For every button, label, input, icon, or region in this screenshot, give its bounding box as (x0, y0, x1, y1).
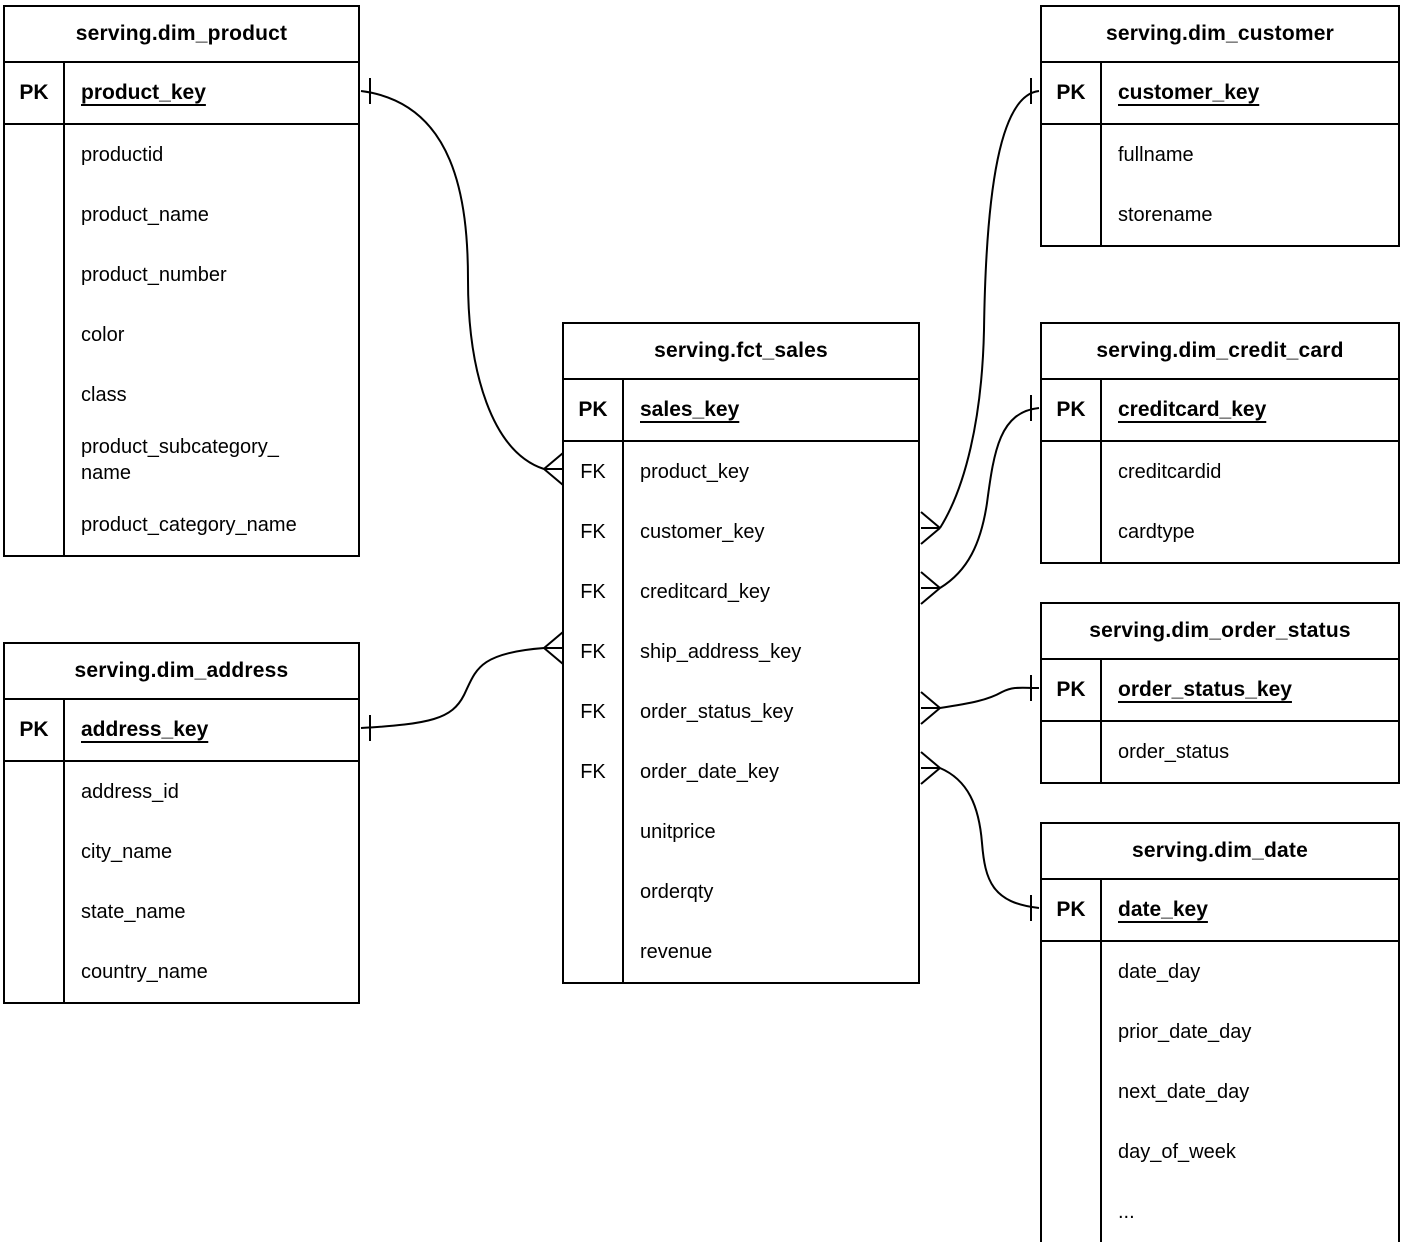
field-name: date_day (1118, 960, 1201, 983)
pk-field-name: date_key (1118, 898, 1208, 921)
entity-dim-customer: serving.dim_customer PK customer_key ful… (1040, 5, 1400, 247)
table-title: serving.dim_credit_card (1042, 324, 1398, 380)
relation-fct-sales-to-dim-credit-card (920, 395, 1040, 605)
pk-label: PK (1042, 880, 1102, 940)
fk-label: FK (580, 640, 606, 663)
many-marker (920, 511, 941, 545)
field-name: city_name (81, 840, 173, 863)
entity-dim-credit-card: serving.dim_credit_card PK creditcard_ke… (1040, 322, 1400, 564)
fk-label: FK (580, 460, 606, 483)
field-name: color (81, 323, 125, 346)
table-title: serving.dim_date (1042, 824, 1398, 880)
field-name: class (81, 383, 127, 406)
relation-fct-sales-to-dim-customer (920, 78, 1040, 545)
field-name: revenue (640, 940, 713, 963)
table-title: serving.dim_order_status (1042, 604, 1398, 660)
table-title: serving.dim_customer (1042, 7, 1398, 63)
fk-label: FK (580, 700, 606, 723)
relation-curve (360, 647, 545, 729)
pk-field-name: creditcard_key (1118, 398, 1267, 421)
field-name: state_name (81, 900, 186, 923)
pk-field-name: sales_key (640, 398, 740, 421)
entity-dim-order-status: serving.dim_order_status PK order_status… (1040, 602, 1400, 784)
field-name: product_category_name (81, 513, 297, 536)
key-column (1042, 942, 1102, 1242)
field-name: country_name (81, 960, 208, 983)
field-name: order_date_key (640, 760, 779, 783)
pk-label: PK (1042, 380, 1102, 440)
field-name: fullname (1118, 143, 1194, 166)
table-title: serving.dim_address (5, 644, 358, 700)
key-column (5, 125, 65, 555)
key-column (1042, 125, 1102, 245)
relation-curve (939, 767, 1040, 909)
fk-label (564, 922, 622, 982)
field-name: creditcard_key (640, 580, 771, 603)
pk-field-name: product_key (81, 81, 206, 104)
field-name: storename (1118, 203, 1213, 226)
pk-field-name: order_status_key (1118, 678, 1292, 701)
field-name: product_key (640, 460, 749, 483)
entity-fct-sales: serving.fct_sales PK sales_key FK FK FK … (562, 322, 920, 984)
field-name: product_name (81, 203, 209, 226)
table-title: serving.dim_product (5, 7, 358, 63)
relation-curve (939, 686, 1040, 709)
relation-fct-sales-to-dim-address (360, 631, 564, 741)
entity-dim-address: serving.dim_address PK address_key addre… (3, 642, 360, 1004)
field-name: order_status_key (640, 700, 794, 723)
table-title: serving.fct_sales (564, 324, 918, 380)
field-name: ship_address_key (640, 640, 802, 663)
field-name: next_date_day (1118, 1080, 1250, 1103)
pk-label: PK (564, 380, 624, 440)
pk-field-name: address_key (81, 718, 209, 741)
fk-label: FK (580, 520, 606, 543)
field-name: prior_date_day (1118, 1020, 1252, 1043)
relation-curve (939, 90, 1040, 529)
field-name: day_of_week (1118, 1140, 1236, 1163)
entity-dim-date: serving.dim_date PK date_key date_day pr… (1040, 822, 1400, 1242)
pk-label: PK (5, 63, 65, 123)
key-column: FK FK FK FK FK FK (564, 442, 624, 982)
pk-label: PK (1042, 660, 1102, 720)
many-marker (543, 452, 564, 486)
fk-label (564, 802, 622, 862)
relation-curve (360, 90, 545, 470)
field-name: order_status (1118, 740, 1230, 763)
field-name: productid (81, 143, 164, 166)
field-name: product_number (81, 263, 227, 286)
fk-label: FK (580, 580, 606, 603)
many-marker (920, 571, 941, 605)
many-marker (543, 631, 564, 665)
field-name: orderqty (640, 880, 714, 903)
field-name: ... (1118, 1200, 1135, 1223)
pk-field-name: customer_key (1118, 81, 1260, 104)
field-name: unitprice (640, 820, 716, 843)
field-name: address_id (81, 780, 179, 803)
relation-fct-sales-to-dim-date (920, 751, 1040, 921)
many-marker (920, 691, 941, 725)
key-column (1042, 442, 1102, 562)
entity-dim-product: serving.dim_product PK product_key produ… (3, 5, 360, 557)
field-name: cardtype (1118, 520, 1195, 543)
pk-label: PK (5, 700, 65, 760)
relation-fct-sales-to-dim-order-status (920, 675, 1040, 725)
field-name: creditcardid (1118, 460, 1222, 483)
pk-label: PK (1042, 63, 1102, 123)
field-name: product_subcategory_ name (81, 436, 279, 484)
relation-fct-sales-to-dim-product (360, 78, 564, 486)
key-column (5, 762, 65, 1002)
fk-label: FK (580, 760, 606, 783)
key-column (1042, 722, 1102, 782)
field-name: customer_key (640, 520, 765, 543)
fk-label (564, 862, 622, 922)
relation-curve (939, 407, 1040, 589)
many-marker (920, 751, 941, 785)
